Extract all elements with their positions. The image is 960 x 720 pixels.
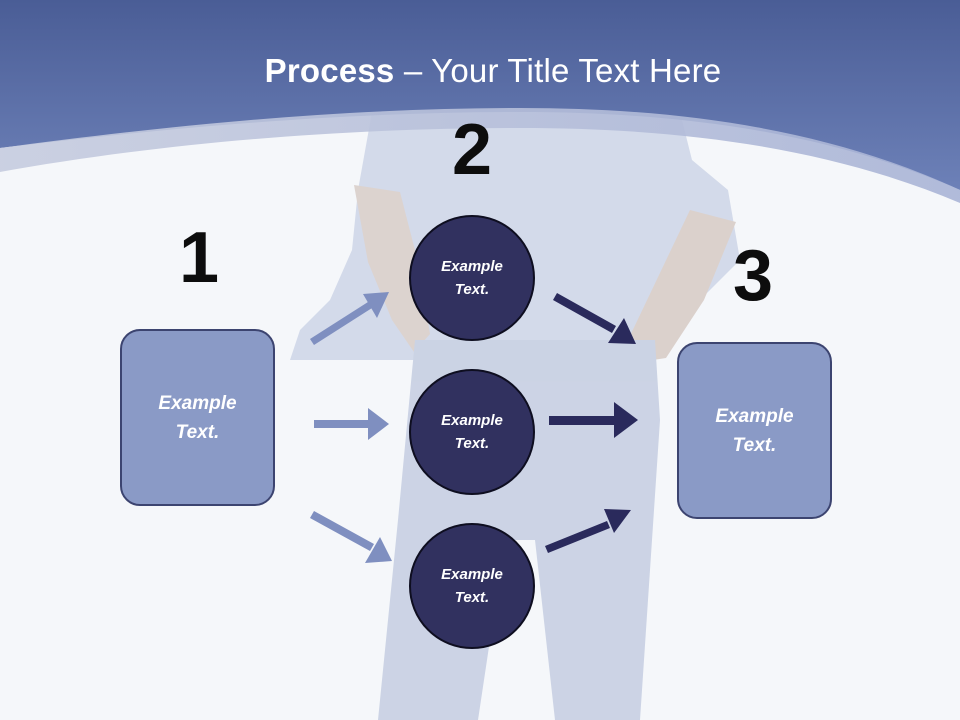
- step-2-text-middle: Example Text.: [441, 412, 503, 452]
- arrow-circle-bottom-to-3: [545, 509, 631, 553]
- step-1-box: Example Text.: [120, 329, 275, 506]
- step-2-circle-top: Example Text.: [409, 215, 535, 341]
- step-3-box: Example Text.: [677, 342, 832, 519]
- step-1-text: Example Text.: [158, 392, 237, 443]
- header-swoosh: [0, 108, 960, 203]
- arrow-1-to-circle-middle: [314, 408, 389, 440]
- step-number-3: 3: [732, 236, 774, 316]
- title-rest: – Your Title Text Here: [394, 52, 722, 89]
- step-3-text: Example Text.: [715, 405, 794, 456]
- step-2-text-top: Example Text.: [441, 258, 503, 298]
- step-number-1: 1: [178, 218, 220, 298]
- step-2-circle-bottom: Example Text.: [409, 523, 535, 649]
- title-bold: Process: [264, 52, 395, 89]
- arrow-1-to-circle-top: [310, 292, 389, 345]
- step-2-circle-middle: Example Text.: [409, 369, 535, 495]
- arrow-circle-middle-to-3: [549, 402, 638, 438]
- page-title: Process – Your Title Text Here: [0, 52, 960, 90]
- step-2-text-bottom: Example Text.: [441, 566, 503, 606]
- arrow-1-to-circle-bottom: [310, 511, 392, 563]
- step-number-2: 2: [451, 110, 493, 190]
- arrow-circle-top-to-3: [553, 293, 636, 344]
- header-band: [0, 0, 960, 190]
